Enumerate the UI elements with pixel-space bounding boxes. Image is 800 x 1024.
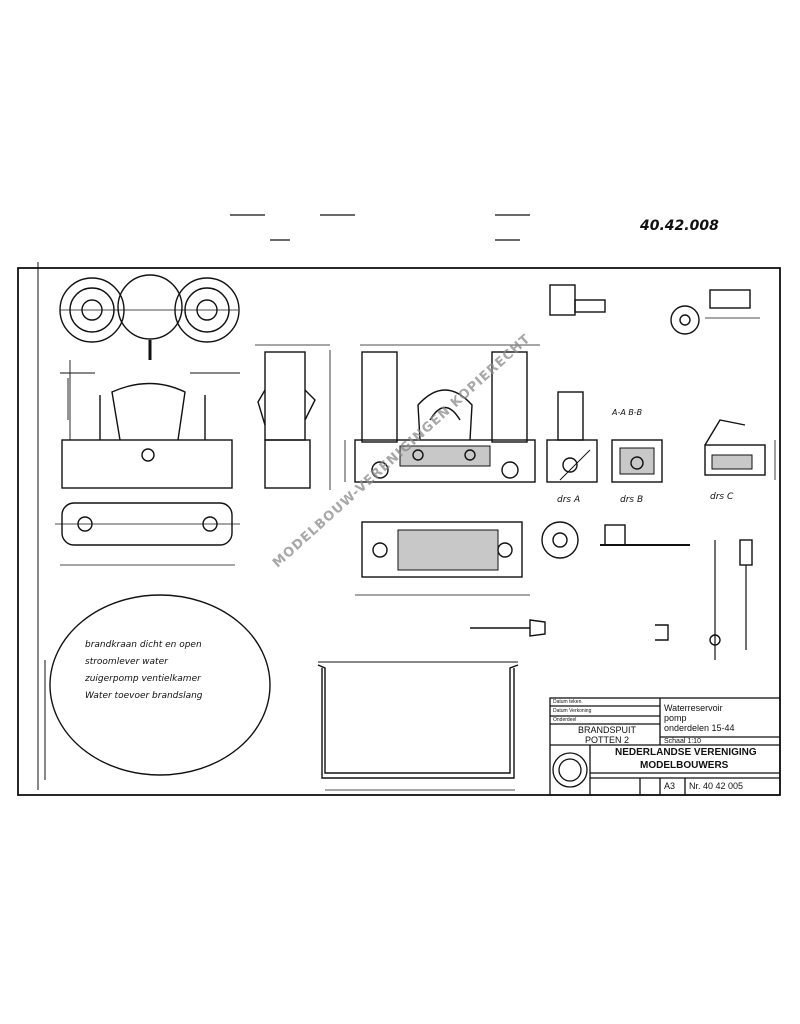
organization-name-line-1: NEDERLANDSE VERENIGING xyxy=(615,747,757,758)
part-name-line-2: pomp xyxy=(664,713,687,723)
title-row-label-1: Datum teken. xyxy=(553,699,583,705)
note-line-1: brandkraan dicht en open xyxy=(85,640,202,650)
object-name-line-2: POTTEN 2 xyxy=(585,735,630,745)
small-detail-parts xyxy=(549,284,760,335)
organization-name-line-2: MODELBOUWERS xyxy=(640,760,729,771)
section-B-detail xyxy=(611,439,663,483)
part-name-line-1: Waterreservoir xyxy=(664,703,723,713)
valve-and-pins xyxy=(470,521,753,660)
section-A-detail xyxy=(546,391,598,483)
pump-section-view xyxy=(344,344,540,483)
drawing-number-handwritten: 40.42.008 xyxy=(640,218,719,234)
title-row-label-2: Datum Verkoning xyxy=(553,708,592,714)
note-line-3: zuigerpomp ventielkamer xyxy=(85,674,201,684)
section-label-C: drs C xyxy=(710,492,734,502)
notes-ellipse xyxy=(49,594,271,776)
drawing-number: Nr. 40 42 005 xyxy=(689,781,744,791)
note-line-2: stroomlever water xyxy=(85,657,168,667)
section-C-detail xyxy=(704,419,776,480)
scale-label: Schaal 1:10 xyxy=(664,738,701,745)
section-label-AB: A-A B-B xyxy=(612,408,643,417)
pump-front-elevation xyxy=(60,360,240,489)
note-line-4: Water toevoer brandslang xyxy=(85,691,203,701)
sheet-format: A3 xyxy=(664,781,676,791)
title-row-label-3: Onderdeel xyxy=(553,717,577,723)
pump-plan-view xyxy=(55,502,240,566)
pump-lower-section xyxy=(355,521,530,596)
section-label-B: drs B xyxy=(620,495,644,505)
part-name-line-3: onderdelen 15-44 xyxy=(664,723,735,733)
top-margin-marks xyxy=(230,214,530,241)
pump-side-elevation xyxy=(255,344,331,490)
sheet-border xyxy=(17,267,781,796)
title-block-frame xyxy=(549,697,781,796)
section-label-A: drs A xyxy=(557,495,581,505)
water-reservoir-tank xyxy=(317,661,519,791)
wheel-top-view xyxy=(59,274,240,360)
object-name-line-1: BRANDSPUIT xyxy=(578,725,637,735)
